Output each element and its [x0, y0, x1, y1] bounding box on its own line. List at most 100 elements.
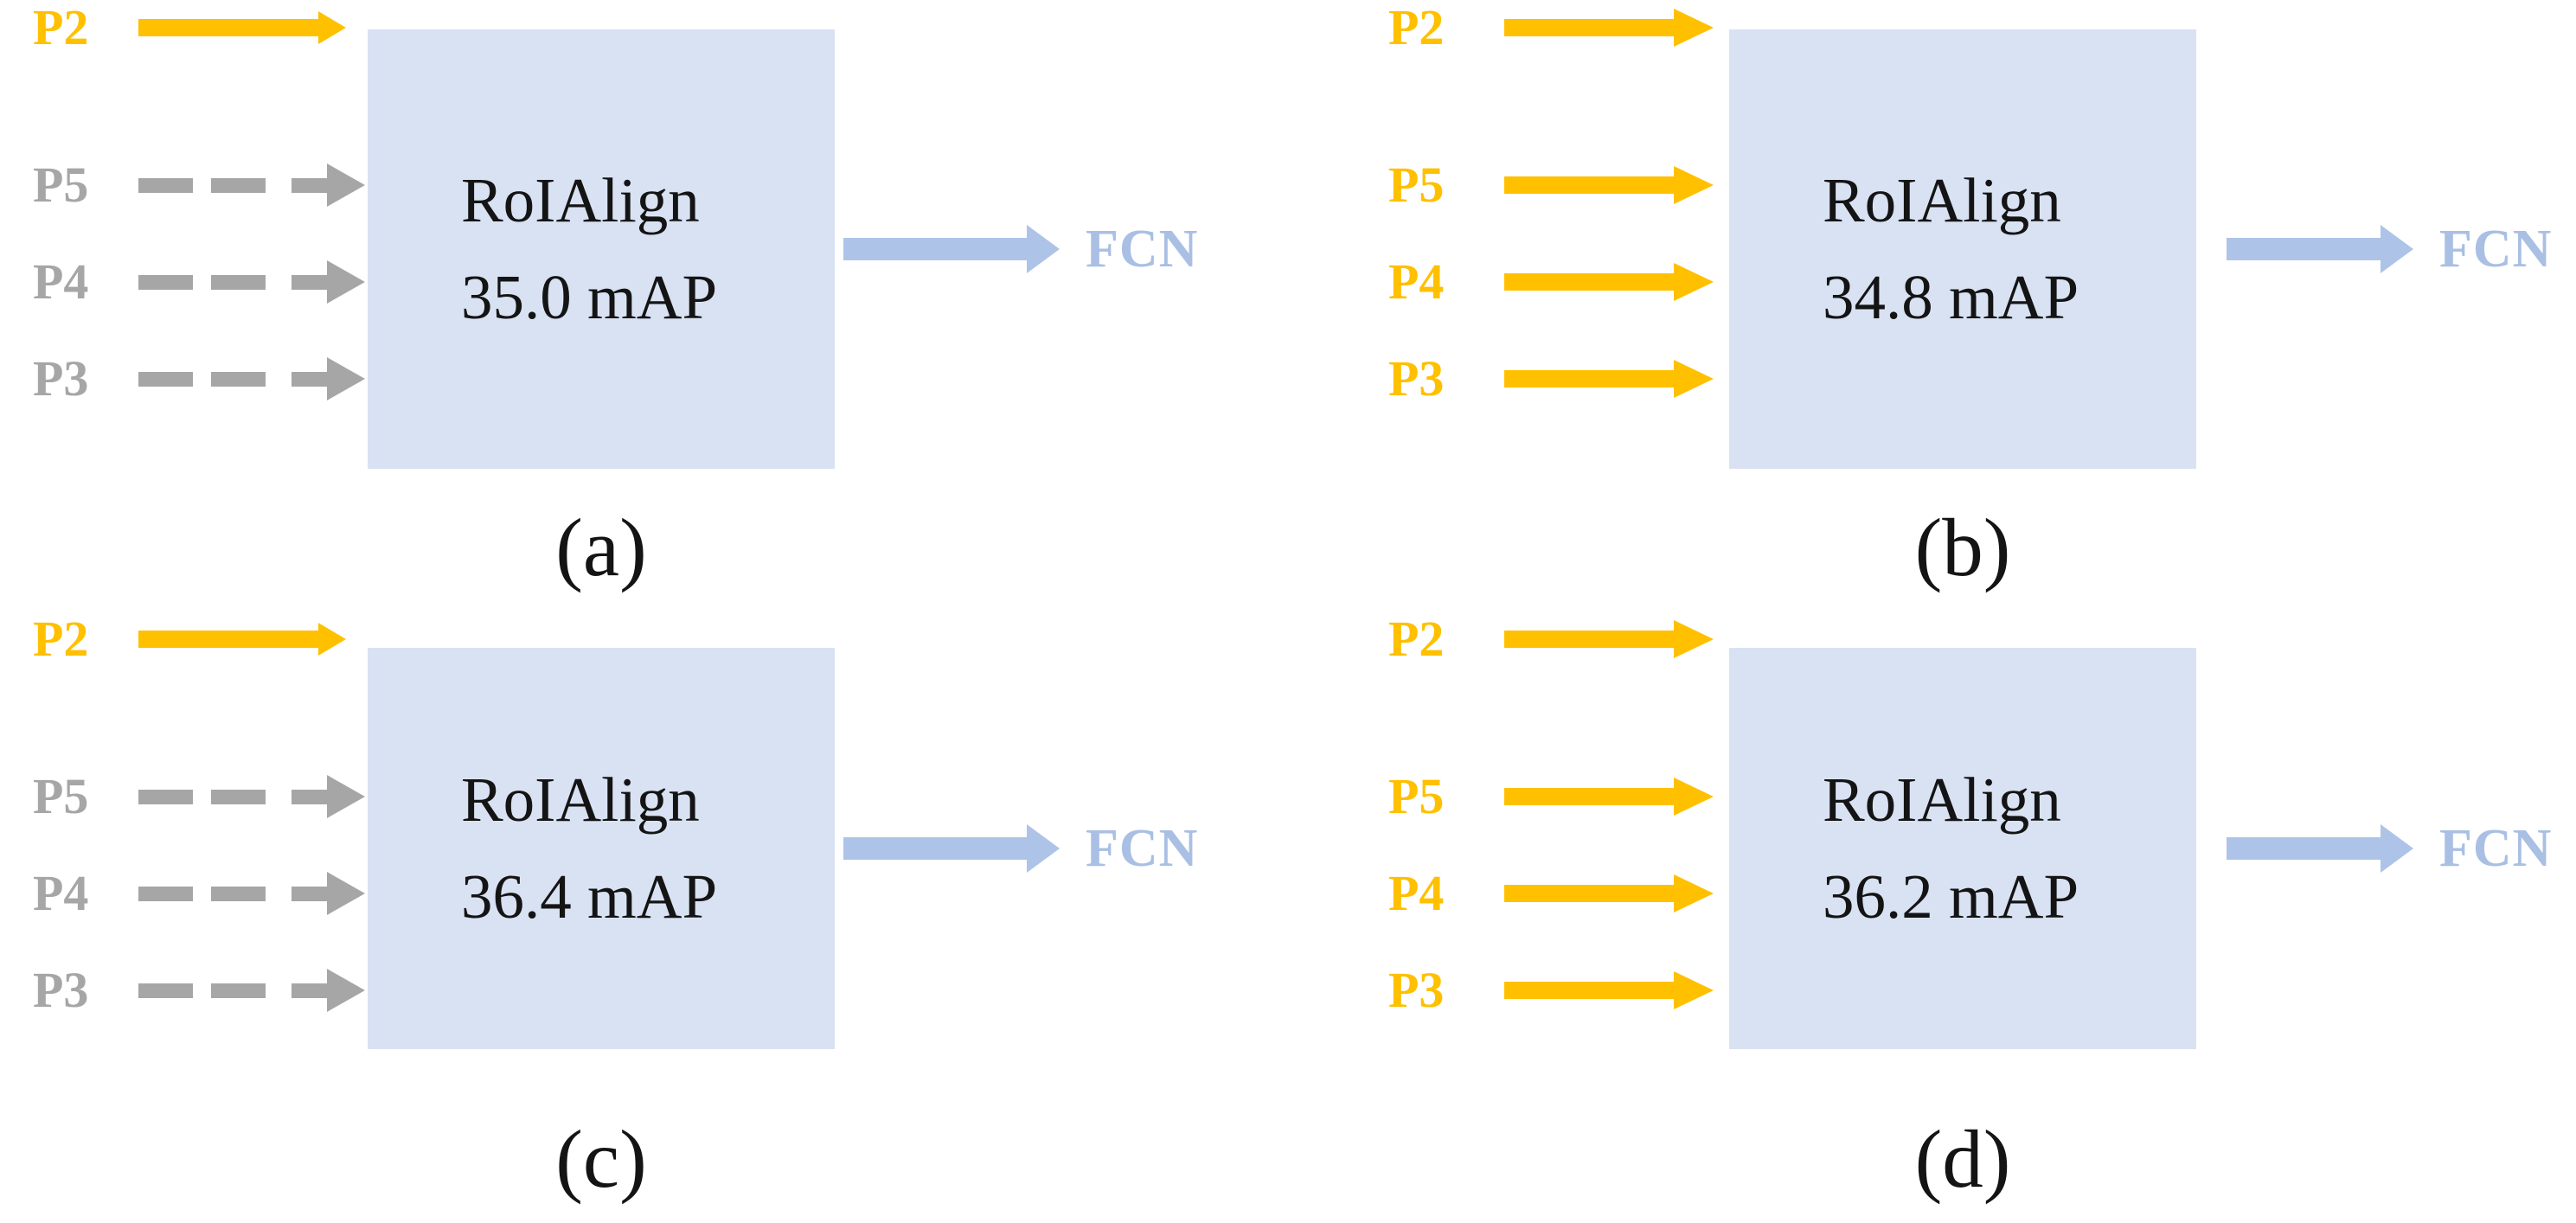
arrow-head	[1674, 263, 1714, 301]
arrow-head	[1674, 778, 1714, 816]
arrow-head	[2381, 824, 2413, 873]
arrow-shaft	[2227, 837, 2381, 860]
solid-arrow-icon	[1504, 620, 1714, 658]
pyramid-level-label: P5	[1388, 157, 1445, 213]
arrow-dash	[211, 371, 266, 387]
arrow-head	[1027, 824, 1060, 873]
pyramid-input-row: P4	[1388, 866, 1714, 921]
roialign-box-text: RoIAlign 36.4 mAP	[461, 752, 717, 945]
pyramid-level-label: P5	[33, 768, 89, 824]
output-group: FCN	[2227, 219, 2553, 279]
arrow-dash	[138, 983, 193, 998]
pyramid-level-label: P4	[33, 865, 89, 921]
solid-arrow-icon	[138, 623, 346, 656]
map-value: 34.8 mAP	[1822, 262, 2079, 332]
arrow-shaft	[292, 274, 327, 290]
pyramid-input-row: P4	[1388, 254, 1714, 310]
arrow-head	[1674, 971, 1714, 1009]
arrow-shaft	[1504, 273, 1674, 291]
pyramid-level-label: P3	[33, 350, 89, 407]
pyramid-input-row: P2	[33, 612, 346, 667]
arrow-head	[1674, 9, 1714, 47]
arrow-shaft	[1504, 982, 1674, 999]
arrow-shaft	[292, 177, 327, 193]
dashed-arrow-icon	[138, 872, 365, 915]
roialign-box: RoIAlign 34.8 mAP	[1729, 29, 2196, 469]
pyramid-input-row: P4	[33, 254, 365, 310]
pyramid-level-label: P5	[33, 157, 89, 213]
pyramid-level-label: P2	[1388, 0, 1445, 55]
roialign-box-text: RoIAlign 35.0 mAP	[461, 152, 717, 346]
roialign-title: RoIAlign	[460, 165, 700, 235]
fcn-label: FCN	[1086, 219, 1199, 279]
arrow-head	[327, 775, 365, 818]
pyramid-level-label: P3	[1388, 350, 1445, 407]
pyramid-input-row: P5	[33, 157, 365, 213]
map-value: 36.4 mAP	[460, 861, 718, 932]
roialign-title: RoIAlign	[1822, 165, 2061, 235]
roialign-box: RoIAlign 36.4 mAP	[368, 648, 835, 1049]
arrow-shaft	[1504, 370, 1674, 387]
arrow-head	[327, 163, 365, 207]
solid-arrow-icon	[1504, 778, 1714, 816]
arrow-dash	[138, 789, 193, 804]
arrow-shaft	[1504, 176, 1674, 194]
panel-caption: (c)	[555, 1113, 647, 1205]
arrow-head	[1674, 360, 1714, 398]
roialign-box-text: RoIAlign 34.8 mAP	[1823, 152, 2079, 346]
dashed-arrow-icon	[138, 163, 365, 207]
arrow-shaft	[1504, 19, 1674, 36]
arrow-shaft	[292, 371, 327, 387]
solid-arrow-icon	[1504, 971, 1714, 1009]
arrow-dash	[138, 274, 193, 290]
pyramid-input-row: P2	[1388, 0, 1714, 55]
pyramid-input-row: P5	[1388, 157, 1714, 213]
solid-arrow-icon	[1504, 9, 1714, 47]
map-value: 35.0 mAP	[460, 262, 718, 332]
arrow-head	[2381, 225, 2413, 273]
pyramid-input-row: P4	[33, 866, 365, 921]
arrow-shaft	[2227, 238, 2381, 260]
arrow-head	[318, 623, 346, 656]
output-arrow-icon	[843, 824, 1060, 873]
output-arrow-icon	[2227, 225, 2413, 273]
arrow-dash	[211, 886, 266, 901]
arrow-dash	[138, 177, 193, 193]
arrow-shaft	[843, 238, 1027, 260]
pyramid-input-row: P2	[1388, 612, 1714, 667]
fcn-label: FCN	[2439, 818, 2553, 878]
arrow-shaft	[1504, 631, 1674, 648]
dashed-arrow-icon	[138, 775, 365, 818]
output-group: FCN	[2227, 818, 2553, 878]
pyramid-input-row: P5	[1388, 769, 1714, 824]
arrow-shaft	[292, 983, 327, 998]
panel-caption: (b)	[1914, 502, 2011, 593]
pyramid-level-label: P3	[1388, 962, 1445, 1018]
dashed-arrow-icon	[138, 969, 365, 1012]
solid-arrow-icon	[1504, 874, 1714, 912]
arrow-dash	[211, 983, 266, 998]
arrow-head	[327, 969, 365, 1012]
pyramid-input-row: P3	[1388, 963, 1714, 1018]
arrow-shaft	[1504, 885, 1674, 902]
pyramid-level-label: P4	[1388, 865, 1445, 921]
pyramid-level-label: P2	[1388, 611, 1445, 667]
map-value: 36.2 mAP	[1822, 861, 2079, 932]
arrow-head	[1674, 620, 1714, 658]
arrow-shaft	[138, 19, 318, 36]
arrow-head	[327, 260, 365, 304]
arrow-shaft	[292, 886, 327, 901]
arrow-shaft	[292, 789, 327, 804]
pyramid-level-label: P2	[33, 611, 89, 667]
arrow-dash	[138, 371, 193, 387]
arrow-head	[327, 357, 365, 400]
arrow-dash	[211, 274, 266, 290]
arrow-shaft	[843, 837, 1027, 860]
arrow-head	[318, 11, 346, 44]
roialign-box-text: RoIAlign 36.2 mAP	[1823, 752, 2079, 945]
fcn-label: FCN	[2439, 219, 2553, 279]
